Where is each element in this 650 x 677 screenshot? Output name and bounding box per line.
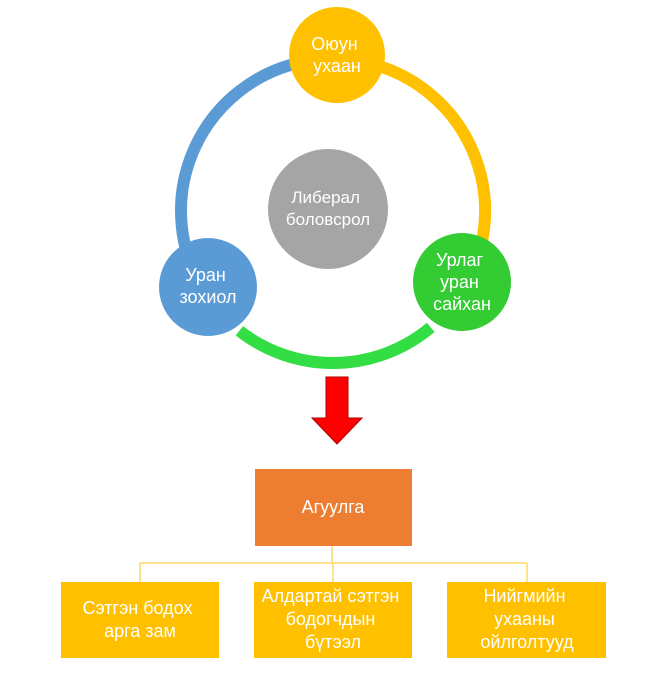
node-left-line-1: Уран [185, 265, 226, 285]
node-right-circle [413, 233, 511, 331]
child-2-line-1: Алдартай сэтгэн [262, 586, 400, 606]
node-left-circle [159, 238, 257, 336]
svg-text:Урлаг уран сайхан: Урлаг уран сайхан [433, 250, 491, 314]
svg-text:Оюун ухаан: Оюун ухаан [311, 34, 362, 76]
svg-text:Уран зохиол: Уран зохиол [179, 265, 236, 307]
node-top: Оюун ухаан [289, 7, 385, 103]
tree-connectors [139, 546, 528, 582]
down-arrow [310, 376, 364, 445]
center-label-line-1: Либерал [291, 188, 359, 207]
child-box-1: Сэтгэн бодох арга зам [61, 582, 219, 658]
svg-text:Сэтгэн бодох арга зам: Сэтгэн бодох арга зам [83, 598, 198, 641]
child-2-line-3: бүтээл [305, 632, 361, 652]
node-right: Урлаг уран сайхан [413, 233, 511, 331]
child-3-line-2: ухааны [494, 609, 555, 629]
child-3-line-3: ойлголтууд [480, 632, 574, 652]
svg-text:Агуулга: Агуулга [302, 497, 366, 517]
node-right-line-3: сайхан [433, 294, 491, 314]
child-2-line-2: бодогчдын [286, 609, 376, 629]
child-1-line-2: арга зам [104, 621, 176, 641]
center-circle [268, 149, 388, 269]
node-left: Уран зохиол [159, 238, 257, 336]
svg-text:Либерал боловсрол: Либерал боловсрол [286, 188, 370, 229]
child-rect-3 [447, 582, 606, 658]
node-left-line-2: зохиол [179, 287, 236, 307]
child-rect-2 [254, 582, 412, 658]
child-box-3: Нийгмийн ухааны ойлголтууд [447, 582, 606, 658]
node-top-circle [289, 7, 385, 103]
svg-text:Алдартай сэтгэн бодогчды: Алдартай сэтгэн бодогчдын бүтээл [262, 586, 405, 652]
root-box: Агуулга [255, 469, 412, 546]
svg-text:Нийгмийн ухааны ой: Нийгмийн ухааны ойлголтууд [480, 586, 574, 652]
child-box-2: Алдартай сэтгэн бодогчдын бүтээл [254, 582, 412, 658]
child-3-line-1: Нийгмийн [483, 586, 565, 606]
center-label-line-2: боловсрол [286, 210, 370, 229]
root-rect [255, 469, 412, 546]
node-right-line-2: уран [440, 272, 479, 292]
child-rect-1 [61, 582, 219, 658]
node-top-line-1: Оюун [311, 34, 357, 54]
arc-right-to-left [235, 322, 435, 369]
center-node: Либерал боловсрол [268, 149, 388, 269]
node-top-line-2: ухаан [313, 56, 361, 76]
child-1-line-1: Сэтгэн бодох [83, 598, 193, 618]
root-label: Агуулга [302, 497, 366, 517]
node-right-line-1: Урлаг [436, 250, 484, 270]
